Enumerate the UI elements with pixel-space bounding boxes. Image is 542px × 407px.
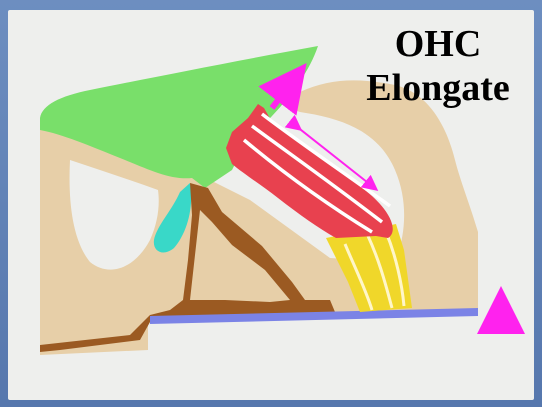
diagram-title: OHC Elongate: [338, 22, 538, 110]
title-line-elongate: Elongate: [338, 66, 538, 110]
title-line-ohc: OHC: [338, 22, 538, 66]
